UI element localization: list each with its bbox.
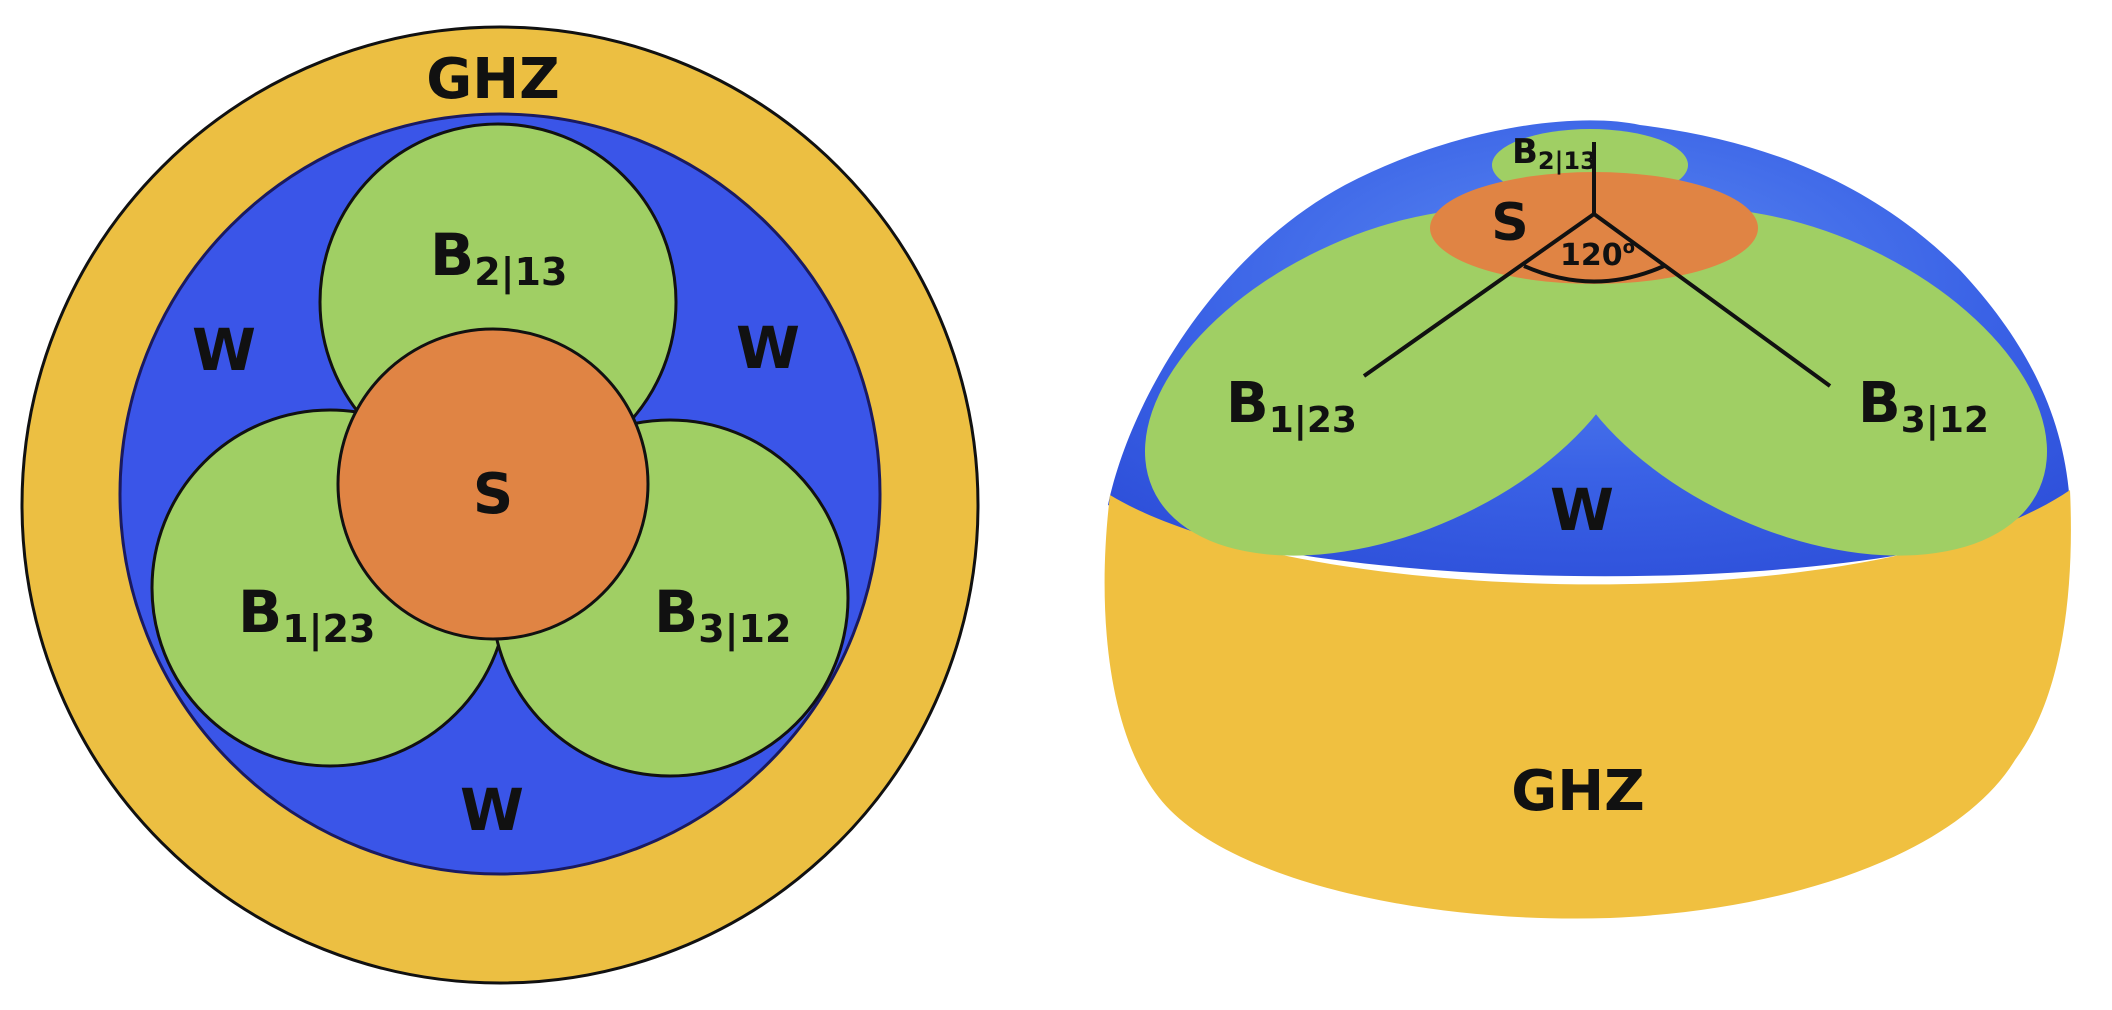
angle-arc bbox=[1523, 264, 1665, 284]
separable-circle bbox=[336, 327, 650, 641]
separable-ellipse bbox=[1430, 172, 1758, 284]
w-label-top-right: W bbox=[736, 314, 800, 382]
separable-label: S bbox=[473, 462, 513, 527]
ghz-label: GHZ bbox=[426, 47, 559, 112]
bisep-2-13-label: B2|13 bbox=[1512, 132, 1597, 175]
bisep-1-23-label: B1|23 bbox=[238, 578, 375, 652]
w-label: W bbox=[1550, 476, 1614, 544]
bisep-1-23-lobe bbox=[1144, 208, 1640, 556]
separable-label: S bbox=[1491, 193, 1528, 253]
w-label-bottom: W bbox=[460, 776, 524, 844]
ghz-base bbox=[1104, 490, 2071, 919]
ghz-label: GHZ bbox=[1511, 759, 1644, 824]
w-label-top-left: W bbox=[192, 316, 256, 384]
bisep-3-12-label: B3|12 bbox=[1858, 371, 1989, 441]
bisep-3-12-label: B3|12 bbox=[654, 578, 791, 652]
angle-label: 120o bbox=[1560, 237, 1635, 273]
bisep-2-13-label: B2|13 bbox=[430, 221, 567, 295]
right-diagram: B2|13 S 120o B1|23 B3|12 W GHZ bbox=[1104, 120, 2071, 919]
axis-line-3-12 bbox=[1592, 212, 1832, 388]
bisep-3-12-lobe bbox=[1552, 208, 2048, 556]
left-diagram: GHZ W W W S B2|13 B1|23 B3|12 bbox=[20, 25, 980, 985]
bisep-1-23-label: B1|23 bbox=[1226, 371, 1357, 441]
axis-line-1-23 bbox=[1362, 212, 1596, 378]
